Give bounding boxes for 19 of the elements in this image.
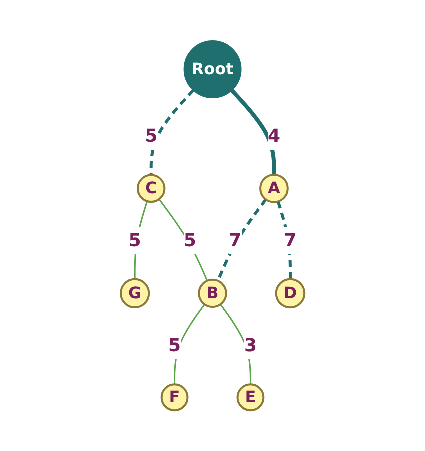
edge-label: 7 — [284, 230, 296, 252]
edge-label: 5 — [144, 126, 158, 147]
node-circle: G — [120, 278, 150, 308]
connector — [150, 89, 194, 175]
node-circle: D — [275, 278, 306, 308]
node-circle: Root — [184, 40, 242, 98]
edge-label: 5 — [184, 230, 196, 252]
node-circle: C — [136, 174, 166, 203]
edge-label: 7 — [228, 230, 242, 252]
edge-label: 5 — [168, 335, 181, 356]
edge-label: 5 — [128, 230, 142, 252]
node-circle: A — [259, 174, 289, 204]
node-circle: E — [236, 383, 264, 412]
connector — [230, 88, 276, 175]
node-circle: F — [160, 383, 188, 412]
edge-label: 3 — [244, 335, 257, 356]
node-circle: B — [198, 278, 228, 308]
connector — [158, 198, 208, 281]
edge-label: 4 — [268, 126, 280, 147]
